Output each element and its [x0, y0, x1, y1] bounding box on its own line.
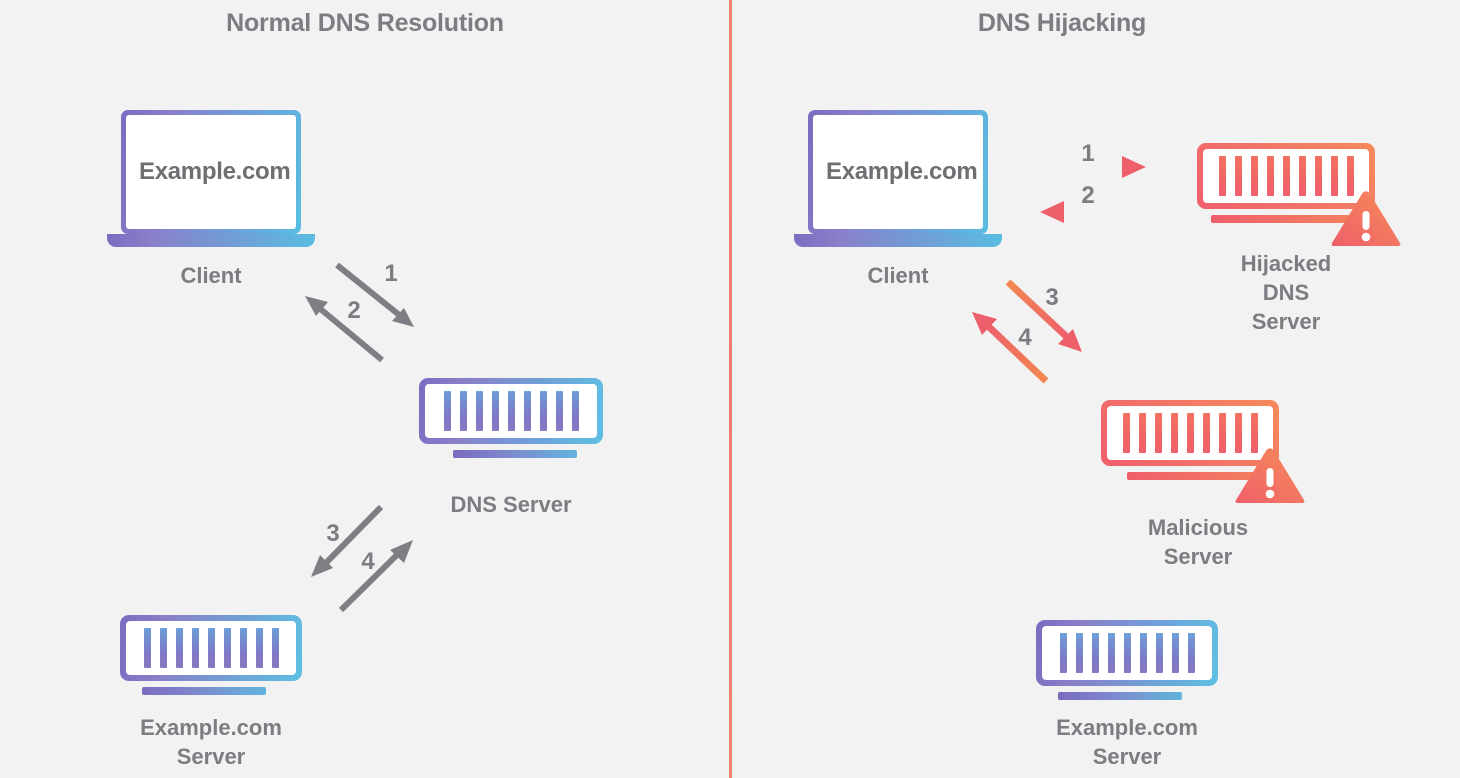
left-step-label-2: 2 [347, 297, 361, 324]
server-port-bar [255, 628, 263, 668]
left-example-server-label: Example.com Server [140, 715, 282, 770]
server-port-bar [1314, 156, 1322, 196]
server-port-bar [1218, 156, 1226, 196]
server-port-bar [1234, 156, 1242, 196]
left-step-label-3: 3 [326, 520, 340, 547]
server-port-bar [1186, 413, 1194, 453]
malicious-server-label: Malicious Server [1147, 515, 1249, 570]
left-client-label: Client [180, 263, 242, 288]
right-example-server[interactable] [1036, 620, 1218, 700]
server-port-bar [191, 628, 199, 668]
server-port-bar [1123, 633, 1131, 673]
server-port-bar [459, 391, 467, 431]
warning-triangle-icon [1331, 191, 1401, 246]
server-port-bar [207, 628, 215, 668]
server-port-bar [1250, 413, 1258, 453]
left-dns-server[interactable] [419, 378, 603, 458]
right-example-server-label: Example.com Server [1056, 715, 1198, 770]
server-port-bar [507, 391, 515, 431]
laptop-screen: Example.com [121, 110, 301, 234]
left-step-label-1: 1 [384, 260, 398, 287]
right-client-laptop[interactable]: Example.com [794, 110, 1002, 247]
server-port-bar [491, 391, 499, 431]
hijacked-dns-server[interactable] [1197, 143, 1401, 246]
server-port-bar [571, 391, 579, 431]
laptop-base [107, 234, 315, 247]
server-port-bar [1298, 156, 1306, 196]
server-port-bar [1202, 413, 1210, 453]
server-port-bar [1170, 413, 1178, 453]
laptop-url-text: Example.com [139, 158, 291, 185]
server-ports [126, 621, 296, 675]
server-port-bar [1139, 633, 1147, 673]
server-body [1101, 400, 1279, 466]
server-port-bar [1091, 633, 1099, 673]
server-stand [1211, 215, 1361, 223]
server-stand [1127, 472, 1277, 480]
server-port-bar [1282, 156, 1290, 196]
server-body [1036, 620, 1218, 686]
server-port-bar [239, 628, 247, 668]
server-port-bar [143, 628, 151, 668]
left-panel-title: Normal DNS Resolution [226, 9, 504, 37]
server-port-bar [1138, 413, 1146, 453]
server-port-bar [1218, 413, 1226, 453]
warning-triangle-icon [1235, 448, 1305, 503]
right-step-label-1: 1 [1081, 140, 1095, 167]
server-port-bar [1059, 633, 1067, 673]
panel-divider [729, 0, 732, 778]
server-port-bar [555, 391, 563, 431]
server-port-bar [1234, 413, 1242, 453]
server-stand [1058, 692, 1182, 700]
server-port-bar [1250, 156, 1258, 196]
server-body [1197, 143, 1375, 209]
server-body [120, 615, 302, 681]
server-port-bar [1346, 156, 1354, 196]
server-port-bar [1155, 633, 1163, 673]
server-port-bar [523, 391, 531, 431]
right-panel-title: DNS Hijacking [977, 9, 1147, 37]
server-port-bar [271, 628, 279, 668]
server-port-bar [1171, 633, 1179, 673]
server-ports [425, 384, 597, 438]
server-port-bar [1075, 633, 1083, 673]
server-port-bar [159, 628, 167, 668]
server-ports [1107, 406, 1273, 460]
server-port-bar [1266, 156, 1274, 196]
server-stand [142, 687, 266, 695]
server-port-bar [175, 628, 183, 668]
server-ports [1042, 626, 1212, 680]
left-client-laptop[interactable]: Example.com [107, 110, 315, 247]
left-dns-server-label: DNS Server [450, 492, 572, 517]
laptop-screen-content: Example.com [813, 115, 983, 229]
right-step-label-3: 3 [1045, 284, 1059, 311]
malicious-server[interactable] [1101, 400, 1305, 503]
server-port-bar [1154, 413, 1162, 453]
server-port-bar [1330, 156, 1338, 196]
right-step-label-2: 2 [1081, 182, 1095, 209]
server-stand [453, 450, 577, 458]
server-port-bar [1122, 413, 1130, 453]
server-port-bar [1107, 633, 1115, 673]
left-example-server[interactable] [120, 615, 302, 695]
server-port-bar [1187, 633, 1195, 673]
left-step-label-4: 4 [361, 548, 375, 575]
laptop-base [794, 234, 1002, 247]
server-ports [1203, 149, 1369, 203]
server-port-bar [475, 391, 483, 431]
server-port-bar [443, 391, 451, 431]
laptop-screen-content: Example.com [126, 115, 296, 229]
right-client-label: Client [867, 263, 929, 288]
hijacked-dns-server-label: Hijacked DNS Server [1240, 251, 1332, 335]
right-step-label-4: 4 [1018, 324, 1032, 351]
server-port-bar [223, 628, 231, 668]
server-body [419, 378, 603, 444]
laptop-url-text: Example.com [826, 158, 978, 185]
laptop-screen: Example.com [808, 110, 988, 234]
server-port-bar [539, 391, 547, 431]
